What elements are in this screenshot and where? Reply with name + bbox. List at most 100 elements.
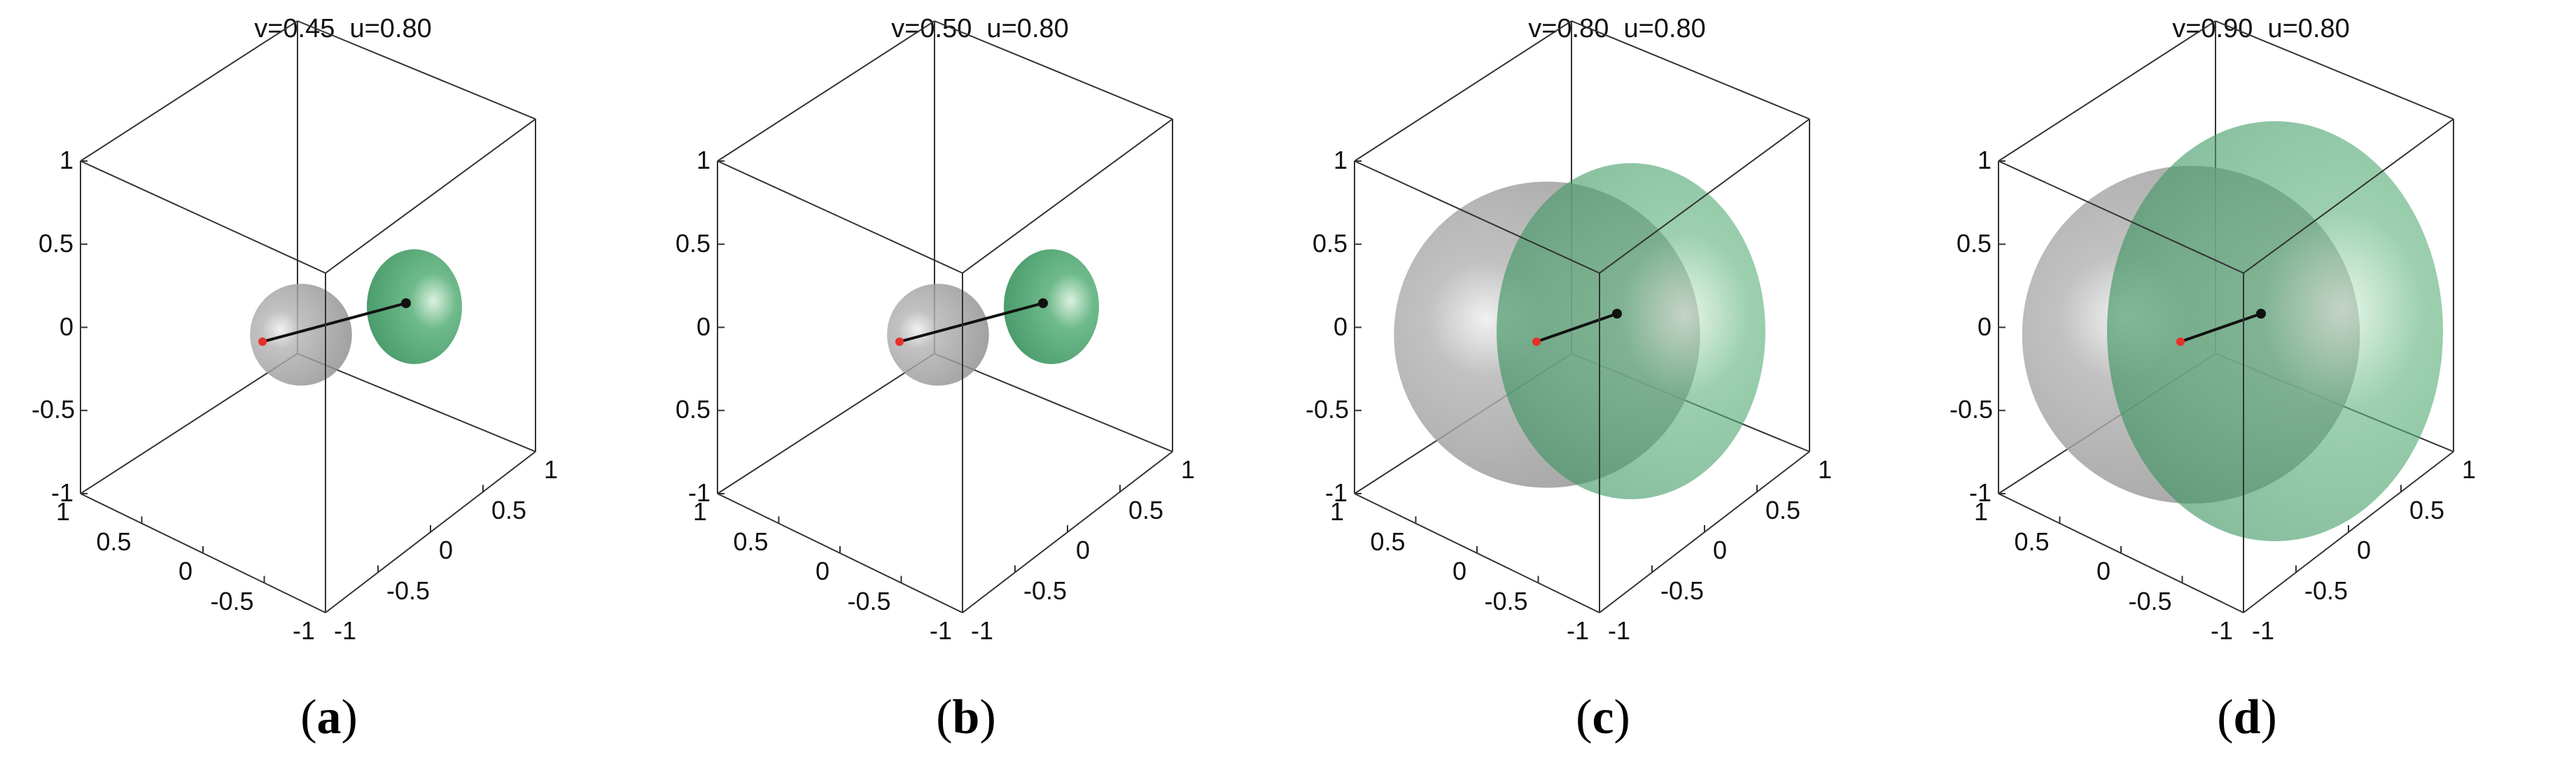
box-edge-back-left <box>80 353 298 494</box>
center-point <box>2176 337 2185 346</box>
caption-open-paren: ( <box>2217 690 2234 744</box>
right-axis-tick-label: 0.5 <box>491 495 527 524</box>
green-sphere <box>367 249 462 364</box>
right-axis-tick-label: 0 <box>2357 536 2372 564</box>
left-axis-tick-label: 0 <box>815 557 830 585</box>
center-point <box>895 337 904 346</box>
box-edge-top-back-right <box>2215 20 2454 120</box>
panel-title: v=0.50 u=0.80 <box>891 14 1069 43</box>
velocity-vector <box>1536 312 1618 343</box>
left-axis-tick-label: -0.5 <box>210 586 254 615</box>
z-tick-label: 0.5 <box>1312 228 1348 258</box>
right-axis-tick-label: -0.5 <box>2304 576 2348 605</box>
box-edge-top-front-left <box>717 160 963 274</box>
left-axis-tick-label: 0 <box>1452 557 1466 585</box>
right-axis-tick-label: -0.5 <box>1023 576 1068 605</box>
caption-open-paren: ( <box>300 690 317 744</box>
right-axis-tick-label: -0.5 <box>386 576 430 605</box>
z-tick-label: 1 <box>59 146 74 174</box>
box-edge-top-back-right <box>297 20 536 120</box>
right-axis-tick-label: 1 <box>1818 455 1833 484</box>
box-edge-top-front-right <box>1599 118 1810 274</box>
caption-close-paren: ) <box>1614 690 1630 744</box>
left-axis-tick-label: -1 <box>929 616 952 645</box>
right-axis-tick-label: 0 <box>439 536 454 564</box>
left-axis-tick-label: -1 <box>1566 616 1589 645</box>
box-edge-top-back-right <box>934 20 1173 120</box>
z-tick-label: -1 <box>50 478 74 507</box>
z-tick-label: 0.5 <box>1956 228 1991 258</box>
tip-point <box>2256 309 2266 319</box>
axes-box <box>1354 20 1810 613</box>
z-tick-label: 1 <box>696 146 710 174</box>
center-point <box>258 337 267 346</box>
box-edge-top-back-left <box>80 20 298 162</box>
left-axis-tick-label: 1 <box>55 497 70 526</box>
box-edge-top-front-right <box>962 118 1173 274</box>
axes-box <box>1998 20 2454 613</box>
z-tick-label: 0 <box>1333 312 1348 341</box>
panel-title: v=0.45 u=0.80 <box>254 14 432 43</box>
right-axis-tick-label: -1 <box>2252 616 2275 645</box>
green-sphere <box>1004 249 1099 364</box>
axes-box <box>717 20 1173 613</box>
right-axis-tick-label: -0.5 <box>1660 576 1704 605</box>
z-tick-label: -0.5 <box>31 395 76 424</box>
z-tick-label: 0.5 <box>675 395 710 424</box>
right-axis-tick-label: 0.5 <box>1765 495 1801 524</box>
box-edge-top-back-right <box>1571 20 1810 120</box>
panel-caption: (b) <box>861 690 1071 746</box>
left-axis-tick-label: 0.5 <box>1370 527 1406 556</box>
z-tick-label: -1 <box>1324 478 1348 507</box>
left-axis-tick-label: 1 <box>1329 497 1344 526</box>
velocity-vector <box>262 302 407 343</box>
left-axis-tick-label: 0.5 <box>96 527 132 556</box>
green-sphere <box>1497 163 1765 499</box>
panel-caption: (a) <box>224 690 434 746</box>
z-tick-label: 1 <box>1977 146 1991 174</box>
right-axis-tick-label: 0.5 <box>1128 495 1164 524</box>
right-axis-tick-label: 1 <box>1181 455 1196 484</box>
z-tick-label: 0 <box>1977 312 1991 341</box>
panel-caption: (d) <box>2142 690 2352 746</box>
right-axis-tick-label: 1 <box>544 455 559 484</box>
caption-close-paren: ) <box>2260 690 2277 744</box>
box-edge-top-front-left <box>1354 160 1600 274</box>
velocity-vector <box>899 302 1044 343</box>
left-axis-tick-label: -1 <box>292 616 315 645</box>
box-edge-top-front-right <box>2243 118 2454 274</box>
z-tick-label: -0.5 <box>1306 395 1350 424</box>
caption-close-paren: ) <box>979 690 996 744</box>
caption-open-paren: ( <box>936 690 953 744</box>
green-sphere <box>2107 121 2443 541</box>
box-edge-top-back-left <box>1998 20 2216 162</box>
box-edge-top-front-left <box>80 160 326 274</box>
tip-point <box>401 298 411 308</box>
z-tick-label: 0.5 <box>38 228 74 258</box>
box-edge-top-front-right <box>325 118 536 274</box>
right-axis-tick-label: 0.5 <box>2409 495 2445 524</box>
z-tick-label: 0 <box>59 312 74 341</box>
right-axis-tick-label: -1 <box>334 616 357 645</box>
left-axis-tick-label: -0.5 <box>847 586 891 615</box>
panel-caption: (c) <box>1498 690 1708 746</box>
left-axis-tick-label: 0.5 <box>2014 527 2050 556</box>
left-axis-tick-label: 0.5 <box>733 527 769 556</box>
left-axis-tick-label: -1 <box>2210 616 2233 645</box>
caption-letter: b <box>952 690 980 744</box>
left-axis-tick-label: 0 <box>2096 557 2110 585</box>
box-edge-top-back-left <box>717 20 935 162</box>
box-edge-top-front-left <box>1998 160 2244 274</box>
axes-box <box>80 20 536 613</box>
left-axis-tick-label: 1 <box>1973 497 1988 526</box>
right-axis-tick-label: 1 <box>2462 455 2477 484</box>
tip-point <box>1038 298 1048 308</box>
box-edge-back-left <box>717 353 935 494</box>
tip-point <box>1612 309 1622 319</box>
z-tick-label: 1 <box>1333 146 1348 174</box>
panel-title: v=0.80 u=0.80 <box>1528 14 1706 43</box>
